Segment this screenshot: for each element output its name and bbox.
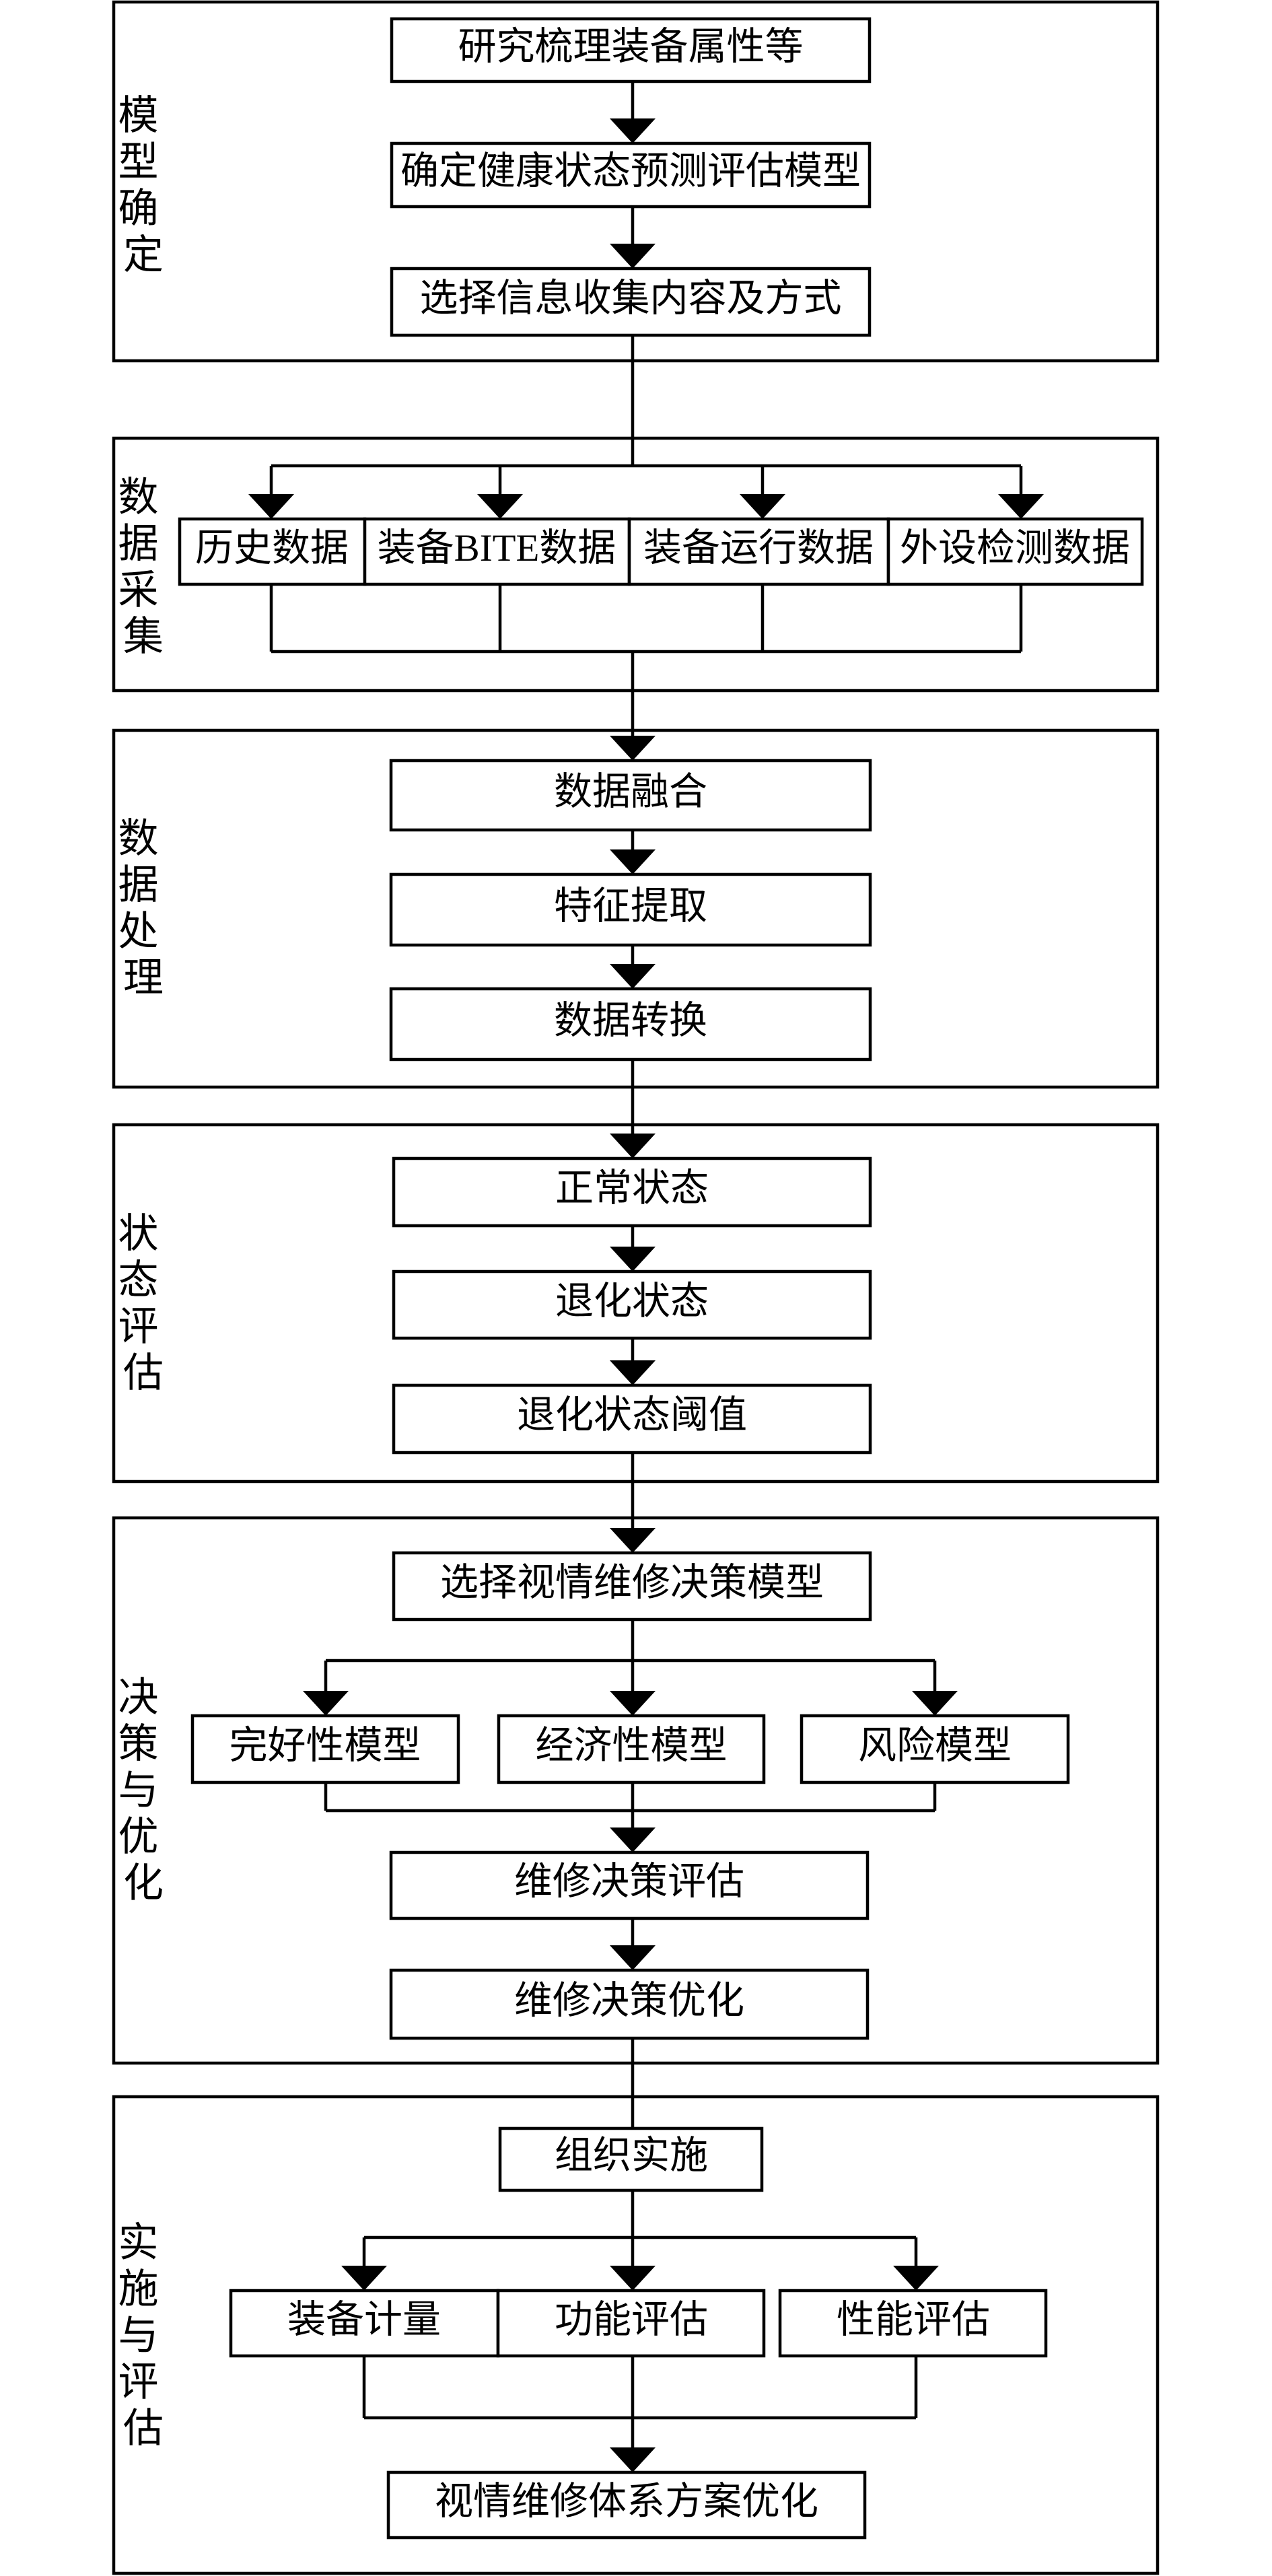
node-function-evaluation-box — [496, 2289, 766, 2358]
arrowhead — [610, 1691, 656, 1716]
node-performance-evaluation-box — [778, 2289, 1048, 2358]
arrowhead — [610, 736, 656, 761]
node-function-evaluation: 功能评估 — [555, 2299, 708, 2341]
node-risk-model-box — [800, 1714, 1070, 1784]
section-model-label: 模 型 确 定 — [118, 94, 169, 277]
node-equipment-metrology: 装备计量 — [287, 2299, 441, 2341]
node-economy-model-box — [497, 1714, 766, 1784]
node-history-data: 历史数据 — [195, 527, 349, 569]
node-data-fusion-box — [389, 759, 872, 832]
node-degraded-state-box — [392, 1269, 872, 1340]
node-degraded-threshold-box — [392, 1383, 872, 1455]
arrowhead — [912, 1691, 958, 1716]
arrowhead — [998, 494, 1044, 519]
node-select-decision-model-box — [392, 1551, 872, 1622]
node-normal-state: 正常状态 — [555, 1167, 709, 1210]
node-decision-optimization-box — [389, 1968, 870, 2040]
node-degraded-state: 退化状态 — [555, 1280, 709, 1323]
arrowhead — [610, 1528, 656, 1553]
section-collection-label: 数 据 采 集 — [118, 475, 169, 659]
arrowhead — [477, 494, 523, 519]
node-external-data-box — [886, 517, 1144, 586]
section-processing-label: 数 据 处 理 — [118, 816, 169, 1000]
node-select-collection: 选择信息收集内容及方式 — [420, 277, 842, 320]
section-implementation-label: 实 施 与 评 估 — [118, 2221, 169, 2451]
node-data-fusion: 数据融合 — [554, 771, 707, 813]
arrowhead — [610, 1134, 656, 1158]
node-system-optimization-box — [386, 2470, 867, 2540]
node-operation-data: 装备运行数据 — [643, 527, 874, 569]
node-select-decision-model: 选择视情维修决策模型 — [440, 1562, 824, 1604]
node-research-attributes-box — [390, 17, 872, 83]
arrowhead — [740, 494, 785, 519]
node-history-data-box — [178, 517, 367, 586]
node-risk-model: 风险模型 — [858, 1725, 1012, 1767]
node-bite-data: 装备BITE数据 — [378, 527, 616, 569]
arrowhead — [341, 2266, 387, 2291]
node-decision-evaluation-box — [389, 1850, 870, 1920]
node-system-optimization: 视情维修体系方案优化 — [435, 2480, 818, 2523]
arrowhead — [610, 964, 656, 989]
node-external-data: 外设检测数据 — [900, 527, 1130, 569]
arrowhead — [610, 2447, 656, 2472]
node-feature-extraction-box — [389, 872, 872, 947]
node-decision-optimization: 维修决策优化 — [514, 1980, 744, 2022]
arrowhead — [610, 1247, 656, 1272]
node-organize-implement: 组织实施 — [555, 2134, 708, 2177]
node-data-transform-box — [389, 987, 872, 1061]
node-integrity-model-box — [190, 1714, 460, 1784]
connectors — [269, 81, 1023, 2447]
node-bite-data-box — [363, 517, 631, 586]
node-normal-state-box — [392, 1156, 872, 1228]
node-data-transform: 数据转换 — [554, 1000, 707, 1042]
arrowhead — [248, 494, 294, 519]
node-degraded-threshold: 退化状态阈值 — [517, 1394, 747, 1436]
node-research-attributes: 研究梳理装备属性等 — [458, 26, 804, 68]
arrowhead — [893, 2266, 939, 2291]
node-health-model-box — [390, 141, 872, 209]
node-operation-data-box — [627, 517, 890, 586]
arrowhead — [610, 1945, 656, 1970]
arrowhead — [610, 1360, 656, 1385]
node-feature-extraction: 特征提取 — [554, 885, 707, 928]
section-assessment-label: 状 态 评 估 — [118, 1212, 169, 1395]
arrowhead — [610, 244, 656, 269]
node-decision-evaluation: 维修决策评估 — [514, 1860, 744, 1903]
node-economy-model: 经济性模型 — [536, 1725, 728, 1767]
arrowhead — [610, 849, 656, 874]
node-performance-evaluation: 性能评估 — [837, 2299, 990, 2341]
arrowhead — [610, 118, 656, 143]
section-decision-label: 决 策 与 优 化 — [118, 1675, 169, 1906]
node-organize-implement-box — [498, 2126, 764, 2192]
node-integrity-model: 完好性模型 — [229, 1725, 421, 1767]
arrowhead — [610, 1827, 656, 1852]
arrowhead — [610, 2266, 656, 2291]
arrowhead — [303, 1691, 349, 1716]
node-health-model: 确定健康状态预测评估模型 — [400, 150, 861, 193]
node-select-collection-box — [390, 267, 872, 337]
